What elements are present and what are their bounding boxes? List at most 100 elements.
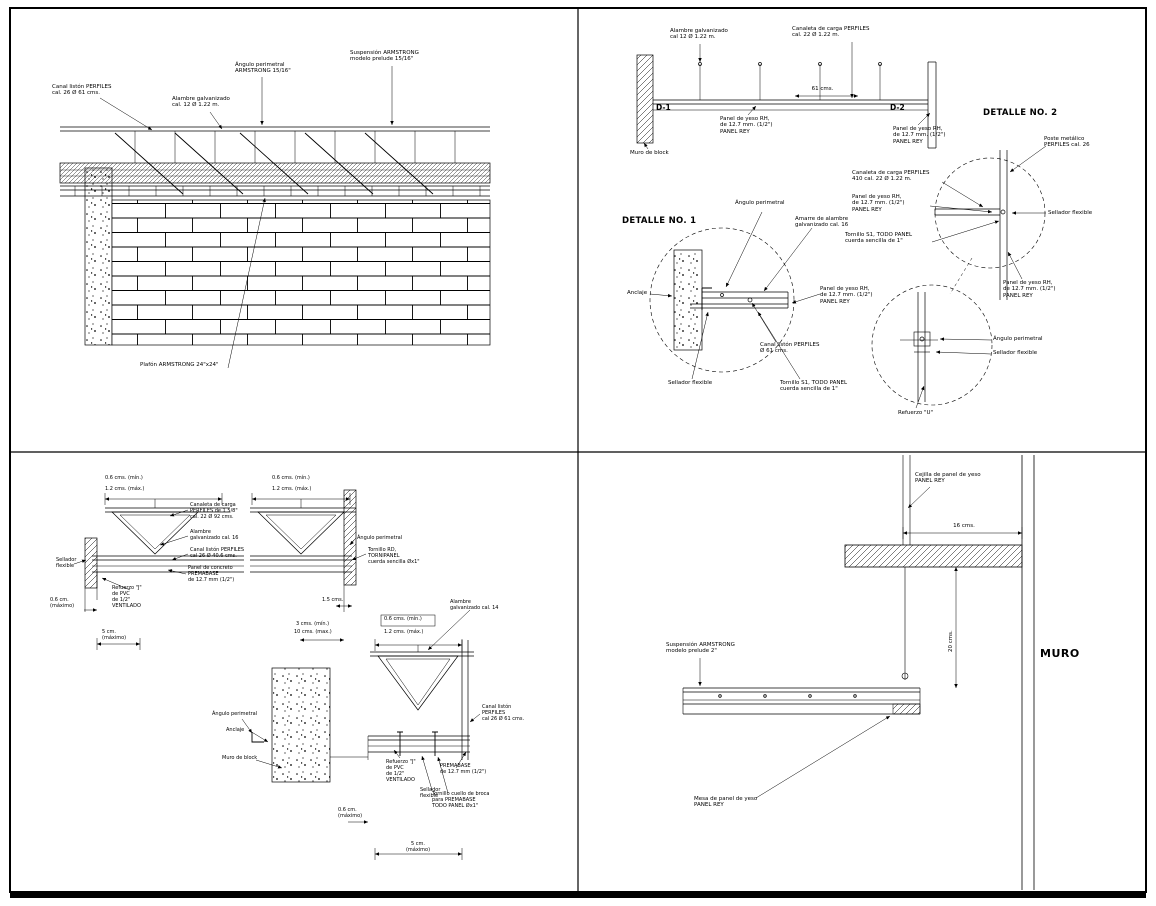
carrying-channel-c <box>377 655 459 711</box>
label-sellador-flexible: Sellador flexible <box>993 350 1038 356</box>
wall-left <box>84 537 98 589</box>
dimension-10cms-max: 10 cms. (max.) <box>294 629 332 635</box>
heading-muro: MURO <box>1040 647 1080 660</box>
label-poste-metalico: Poste metálico PERFILES cal. 26 <box>1044 136 1090 149</box>
brick-wall <box>111 199 491 346</box>
screw-symbol <box>747 297 753 303</box>
dimension-5-maximo: 5 cm. (máximo) <box>102 629 127 641</box>
carrying-channel-a <box>111 511 199 555</box>
q4-wall-ceiling <box>682 455 1035 890</box>
q1-wall-section <box>59 126 491 346</box>
wall-right <box>343 489 357 586</box>
label-refuerzo-j: Refuerzo "J" de PVC de 1/2" VENTILADO <box>386 759 416 783</box>
q3-details <box>84 489 474 783</box>
hanger-wires <box>699 64 881 100</box>
dimension-06-min: 0.6 cms. (mín.) <box>384 616 422 622</box>
label-anclaje: Anclaje <box>627 290 648 296</box>
detail-circle-3 <box>871 284 993 406</box>
q2-detail-3 <box>871 284 993 406</box>
label-refuerzo-j: Refuerzo "J" de PVC de 1/2" VENTILADO <box>112 585 142 609</box>
label-canal-liston: Canal listón PERFILES cal. 26 Ø 61 cms. <box>52 84 112 97</box>
label-panel-yeso: Panel de yeso RH, de 12.7 mm. (1/2") PAN… <box>820 286 873 305</box>
label-alambre-16: Alambre galvanizado cal. 16 <box>190 529 239 541</box>
panel-ledge <box>892 703 921 715</box>
label-amarre-alambre: Amarre de alambre galvanizado cal. 16 <box>795 216 849 229</box>
dimension-3cms-min: 3 cms. (mín.) <box>296 621 330 627</box>
q1-leader-lines <box>99 66 394 369</box>
q4-leader-lines <box>698 486 931 799</box>
label-canaleta-carga: Canaleta de carga PERFILES de 1 5/8" cal… <box>190 502 238 520</box>
label-canaleta-410: Canaleta de carga PERFILES 410 cal. 22 Ø… <box>852 170 930 183</box>
label-alambre-galvanizado: Alambre galvanizado cal. 12 Ø 1.22 m. <box>172 96 230 109</box>
label-sellador-flexible: Sellador flexible <box>1048 210 1093 216</box>
label-panel-yeso: Panel de yeso RH, de 12.7 mm. (1/2") PAN… <box>893 126 946 145</box>
dimension-15cms: 1.5 cms. <box>322 597 344 603</box>
label-alambre-14: Alambre galvanizado cal. 14 <box>450 599 499 611</box>
label-cejilla-panel: Cejilla de panel de yeso PANEL REY <box>915 472 981 485</box>
dim-box <box>380 614 436 627</box>
detail-circle-1 <box>649 227 795 373</box>
label-angulo-perimetral: Ángulo perimetral <box>357 535 403 541</box>
ceiling-slab <box>844 544 1023 568</box>
label-plafon-armstrong: Plafón ARMSTRONG 24"x24" <box>140 362 219 368</box>
dimension-61cms: 61 cms. <box>811 86 834 92</box>
heading-detalle-1: DETALLE NO. 1 <box>622 216 697 226</box>
dimension-06-min: 0.6 cms. (mín.) <box>105 475 143 481</box>
dimension-20cms: 20 cms. <box>948 630 954 652</box>
label-canal-liston: Canal listón PERFILES cal 26 Ø 40.6 cms. <box>190 547 245 559</box>
label-tornillo-rd: Tornillo RD, TORNIPANEL cuerda sencilla … <box>368 547 420 565</box>
label-anclaje: Anclaje <box>226 727 245 733</box>
q2-leader-lines <box>643 42 1047 409</box>
perimeter-angle <box>701 287 712 310</box>
label-canal-liston: Canal listón PERFILES cal 26 Ø 61 cms. <box>482 704 525 722</box>
label-panel-yeso: Panel de yeso RH, de 12.7 mm. (1/2") PAN… <box>720 116 773 135</box>
grid-tees <box>74 186 481 196</box>
hanger-wires <box>134 131 456 163</box>
dimension-06-maximo: 0.6 cm. (máximo) <box>338 807 363 819</box>
tag-d1: D-1 <box>656 103 671 112</box>
label-tornillo-s1: Tornillo S1, TODO PANEL cuerda sencilla … <box>845 232 913 245</box>
label-angulo-perimetral: Ángulo perimetral ARMSTRONG 15/16" <box>235 62 291 75</box>
label-suspension-armstrong: Suspensión ARMSTRONG modelo prelude 15/1… <box>350 50 419 63</box>
dimension-12-max: 1.2 cms. (máx.) <box>272 486 312 492</box>
ceiling-tile-band <box>59 162 491 184</box>
label-tornillo-s1: Tornillo S1, TODO PANEL cuerda sencilla … <box>780 380 848 393</box>
q2-section <box>636 54 937 149</box>
q3-leader-lines <box>73 509 481 794</box>
label-angulo-perimetral: Ángulo perimetral <box>993 336 1043 342</box>
dimension-12-max: 1.2 cms. (máx.) <box>384 629 424 635</box>
label-refuerzo-u: Refuerzo "U" <box>898 410 934 416</box>
sheet-frame <box>9 7 1147 898</box>
label-panel-premabase: Panel de concreto PREMABASE de 12.7 mm (… <box>188 565 235 583</box>
q3-dimension-lines <box>84 493 463 860</box>
heading-detalle-2: DETALLE NO. 2 <box>983 108 1058 118</box>
concrete-block <box>673 249 703 351</box>
label-sellador-flexible: Sellador flexible <box>420 787 441 799</box>
label-angulo-perimetral: Ángulo perimetral <box>212 711 258 717</box>
clip-detail <box>913 331 931 347</box>
label-alambre: Alambre galvanizado cal 12 Ø 1.22 m. <box>670 28 728 41</box>
label-panel-yeso: Panel de yeso RH, de 12.7 mm. (1/2") PAN… <box>1003 280 1056 299</box>
dimension-06-min: 0.6 cms. (mín.) <box>272 475 310 481</box>
label-sellador-flexible: Sellador flexible <box>668 380 713 386</box>
screw-symbol <box>919 336 925 342</box>
label-panel-yeso: Panel de yeso RH, de 12.7 mm. (1/2") PAN… <box>852 194 905 213</box>
label-muro-block: Muro de block <box>222 755 258 761</box>
label-premabase: PREMABASE de 12.7 mm (1/2") <box>440 763 487 775</box>
label-muro-block: Muro de block <box>630 150 669 156</box>
label-canal-liston: Canal listón PERFILES Ø 61 cms. <box>760 342 820 355</box>
label-angulo-perimetral: Ángulo perimetral <box>735 200 785 206</box>
hook-symbol <box>901 672 909 680</box>
screw-symbol <box>1000 209 1006 215</box>
hatched-wall <box>636 54 654 144</box>
tag-d2: D-2 <box>890 103 905 112</box>
q2-detail-2 <box>934 150 1046 300</box>
label-sellador-flexible: Sellador flexible <box>56 557 77 569</box>
perimeter-angle <box>251 732 264 743</box>
block-wall <box>271 667 331 783</box>
q2-detail-1 <box>649 227 795 373</box>
dimension-06-maximo: 0.6 cm. (máximo) <box>50 597 75 609</box>
concrete-column <box>84 167 113 346</box>
